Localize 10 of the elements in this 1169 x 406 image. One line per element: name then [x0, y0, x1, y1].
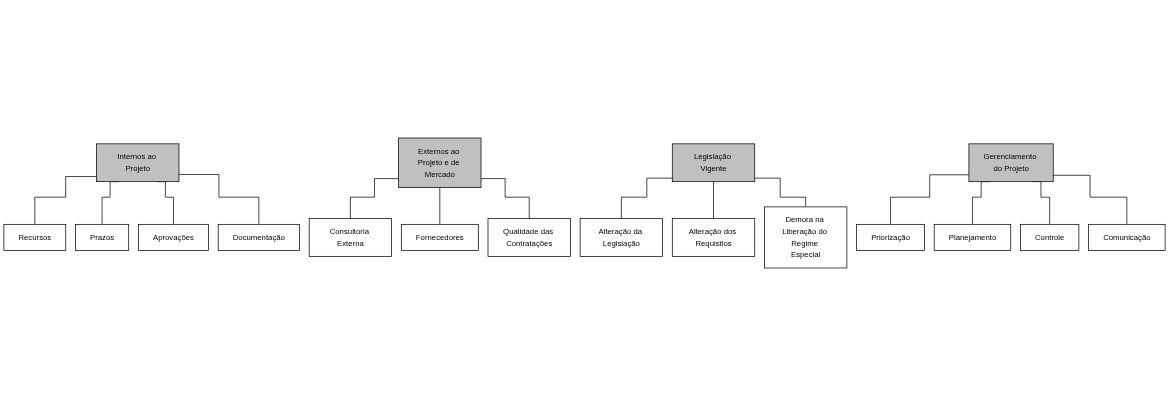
connector: [890, 174, 970, 225]
connector: [1052, 174, 1128, 225]
connector: [621, 177, 673, 219]
connector: [713, 181, 714, 219]
connector: [480, 178, 530, 219]
connector: [34, 176, 97, 225]
connector: [754, 177, 807, 208]
connector: [350, 178, 399, 219]
connector: [178, 174, 260, 225]
connector: [439, 187, 441, 225]
